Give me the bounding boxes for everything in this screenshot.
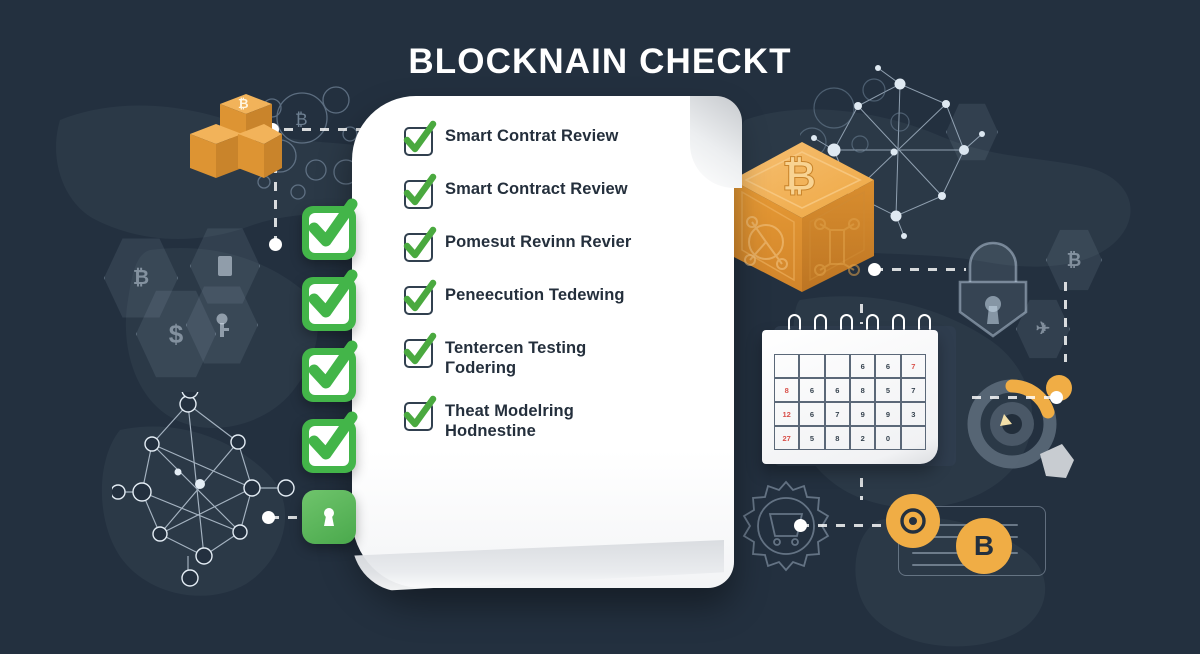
keyhole-glyph-icon: [324, 508, 334, 526]
calendar-cell: 6: [850, 354, 876, 378]
padlock-icon: [958, 241, 1028, 338]
calendar-cell: 7: [824, 402, 850, 426]
connector-line: [800, 524, 882, 527]
checklist-item-label: Smart Contract Review: [445, 180, 628, 198]
calendar-cell: 6: [824, 378, 850, 402]
hexagon-blank-icon: [946, 103, 998, 161]
svg-text:₿: ₿: [295, 110, 308, 129]
checkbox-checked-icon[interactable]: [403, 279, 437, 315]
document-glyph-icon: [218, 256, 232, 276]
checklist-item[interactable]: Smart Contract Review: [403, 173, 704, 209]
checklist-item[interactable]: Smart Contrat Review: [403, 120, 704, 156]
certificate-icon: [898, 506, 1046, 576]
doc-line: [930, 524, 1018, 526]
calendar-ring: [814, 314, 827, 331]
calendar-cell: [774, 354, 800, 378]
hexagon-bitcoin-icon: ₿: [104, 238, 178, 318]
connector-line: [874, 268, 966, 271]
calendar-grid: 6 6 7 8 6 6 8 5 7 12 6 7 9 9 3 27 5 8 2 …: [774, 354, 926, 450]
hexagon-document-icon: [190, 228, 260, 304]
calendar-cell: 6: [799, 378, 825, 402]
checklist-item[interactable]: Peneecution Tedewing: [403, 279, 704, 315]
connector-dot: [794, 519, 807, 532]
checkbox-checked-badge-icon[interactable]: [302, 340, 358, 402]
blockchain-cubes-icon: ₿: [190, 94, 282, 178]
checkbox-checked-badge-icon[interactable]: [302, 198, 358, 260]
checklist-item-label: Tentercen Testing Γodering: [445, 339, 587, 378]
hexagon-plane-icon: ✈: [1016, 299, 1070, 359]
gear-cart-icon: [742, 480, 830, 572]
svg-text:₿: ₿: [782, 152, 816, 199]
connector-line: [1064, 282, 1067, 362]
calendar-cell: 7: [900, 354, 926, 378]
calendar-cell: 9: [850, 402, 876, 426]
page-title: BLOCKNAIN CHECKT: [408, 42, 792, 81]
checklist-item[interactable]: Tentercen Testing Γodering: [403, 332, 704, 378]
connector-line: [972, 396, 1058, 399]
calendar-cell: [799, 354, 825, 378]
calendar-icon: 6 6 7 8 6 6 8 5 7 12 6 7 9 9 3 27 5 8 2 …: [762, 314, 956, 468]
calendar-cell: 9: [875, 402, 901, 426]
bitcoin-cube-icon: ₿: [732, 142, 874, 292]
calendar-ring: [892, 314, 905, 331]
network-graph-icon: [112, 392, 295, 587]
checklist-item[interactable]: Theat Modelring Hodnestine: [403, 396, 704, 441]
checkbox-checked-icon[interactable]: [403, 120, 437, 156]
calendar-ring: [788, 314, 801, 331]
calendar-cell: 5: [875, 378, 901, 402]
calendar-cell: 7: [900, 378, 926, 402]
calendar-cell: 12: [774, 402, 800, 426]
hexagon-dollar-icon: $: [136, 290, 216, 378]
hexagon-key-icon: [186, 286, 258, 364]
checklist-item[interactable]: Pomesut Revinn Revier: [403, 226, 704, 262]
connector-line: [860, 478, 863, 500]
calendar-cell: 0: [875, 426, 901, 450]
checkbox-checked-badge-icon[interactable]: [302, 269, 358, 331]
connector-dot: [269, 238, 282, 251]
checklist-item-label: Theat Modelring Hodnestine: [445, 402, 574, 441]
checklist-item-label: Smart Contrat Review: [445, 127, 619, 145]
connector-dot: [262, 511, 275, 524]
doc-line: [912, 564, 992, 566]
connector-dot: [1050, 391, 1063, 404]
connector-line: [270, 516, 298, 519]
calendar-body: 6 6 7 8 6 6 8 5 7 12 6 7 9 9 3 27 5 8 2 …: [762, 330, 938, 464]
calendar-cell: 6: [799, 402, 825, 426]
calendar-ring: [840, 314, 853, 331]
checklist: Smart Contrat Review Smart Contract Revi…: [403, 120, 704, 465]
checkbox-checked-icon[interactable]: [403, 226, 437, 262]
checklist-item-label: Pomesut Revinn Revier: [445, 233, 632, 251]
calendar-cell: 8: [774, 378, 800, 402]
calendar-cell: 2: [850, 426, 876, 450]
target-glyph-icon: [900, 508, 926, 534]
calendar-cell: 3: [900, 402, 926, 426]
calendar-cell: 5: [799, 426, 825, 450]
calendar-ring: [918, 314, 931, 331]
calendar-cell: 8: [824, 426, 850, 450]
target-badge-icon: [886, 494, 940, 548]
calendar-cell: 27: [774, 426, 800, 450]
calendar-cell: [824, 354, 850, 378]
hexagon-bitcoin-right-icon: ₿: [1046, 229, 1102, 291]
checklist-item-label: Peneecution Tedewing: [445, 286, 625, 304]
checkbox-checked-icon[interactable]: [403, 396, 437, 432]
calendar-cell: 6: [875, 354, 901, 378]
lock-badge-icon[interactable]: [302, 490, 356, 544]
doc-line: [930, 536, 1018, 538]
checkbox-checked-icon[interactable]: [403, 173, 437, 209]
calendar-cell: 8: [850, 378, 876, 402]
checkbox-checked-badge-icon[interactable]: [302, 411, 358, 473]
doc-line: [912, 552, 1018, 554]
svg-text:₿: ₿: [238, 96, 249, 111]
key-glyph-icon: [216, 313, 229, 337]
checklist-paper: [352, 96, 734, 588]
b-badge-icon: B: [956, 518, 1012, 574]
calendar-cell: [900, 426, 926, 450]
progress-ring-icon: [967, 375, 1074, 478]
checkbox-checked-icon[interactable]: [403, 332, 437, 368]
calendar-ring: [866, 314, 879, 331]
